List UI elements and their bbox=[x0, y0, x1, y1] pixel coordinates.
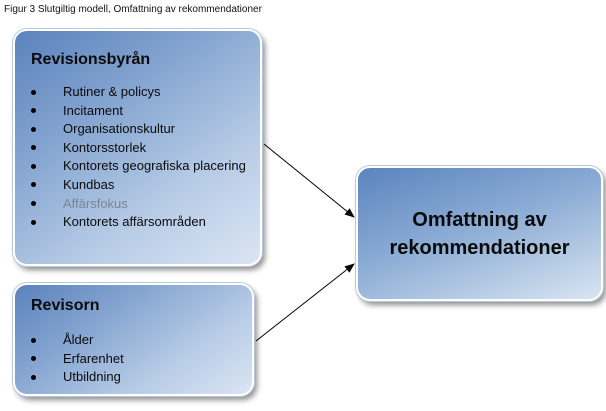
revisorn-list: Ålder Erfarenhet Utbildning bbox=[25, 331, 124, 387]
list-item: Kundbas bbox=[25, 176, 246, 195]
revisionsbyran-list: Rutiner & policys Incitament Organisatio… bbox=[25, 83, 246, 232]
list-item: Organisationskultur bbox=[25, 120, 246, 139]
bullet-icon bbox=[31, 356, 36, 362]
list-item: Ålder bbox=[25, 331, 124, 350]
omfattning-line2: rekommendationer bbox=[389, 237, 570, 259]
list-item: Erfarenhet bbox=[25, 350, 124, 369]
list-item: Kontorsstorlek bbox=[25, 139, 246, 158]
list-item: Utbildning bbox=[25, 368, 124, 387]
bullet-icon bbox=[31, 374, 36, 380]
bullet-icon bbox=[31, 89, 36, 95]
bullet-icon bbox=[31, 337, 36, 343]
bullet-icon bbox=[31, 108, 36, 114]
bullet-icon bbox=[31, 163, 36, 169]
revisorn-box: Revisorn Ålder Erfarenhet Utbildning bbox=[13, 283, 254, 396]
bullet-icon bbox=[31, 201, 36, 207]
list-item: Kontorets geografiska placering bbox=[25, 157, 246, 176]
revisionsbyran-title: Revisionsbyrån bbox=[31, 51, 151, 68]
omfattning-label: Omfattning av rekommendationer bbox=[358, 206, 601, 262]
list-item: Rutiner & policys bbox=[25, 83, 246, 102]
list-item: Kontorets affärsområden bbox=[25, 213, 246, 232]
list-item: Incitament bbox=[25, 102, 246, 121]
bullet-icon bbox=[31, 145, 36, 151]
list-item: Affärsfokus bbox=[25, 195, 246, 214]
omfattning-line1: Omfattning av bbox=[412, 209, 547, 231]
arrow-top bbox=[263, 143, 355, 218]
revisionsbyran-box: Revisionsbyrån Rutiner & policys Incitam… bbox=[13, 29, 262, 266]
bullet-icon bbox=[31, 182, 36, 188]
revisorn-title: Revisorn bbox=[31, 297, 100, 314]
arrow-bottom bbox=[255, 263, 355, 342]
bullet-icon bbox=[31, 126, 36, 132]
bullet-icon bbox=[31, 219, 36, 225]
omfattning-box: Omfattning av rekommendationer bbox=[356, 166, 603, 301]
figure-caption: Figur 3 Slutgiltig modell, Omfattning av… bbox=[4, 4, 262, 15]
